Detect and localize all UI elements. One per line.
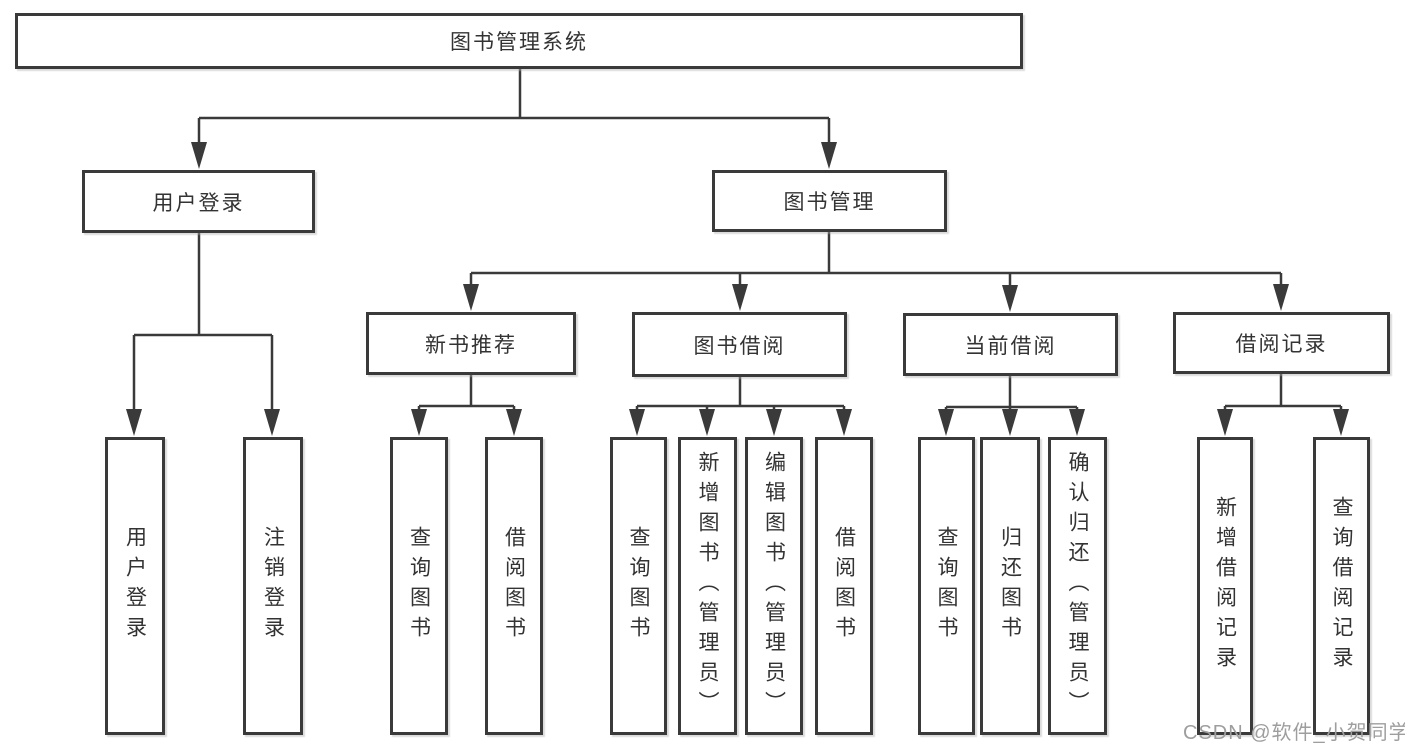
leaf-query-borrow-record: 查询借阅记录: [1313, 437, 1370, 735]
node-label: 查询图书: [935, 526, 958, 646]
node-label: 新书推荐: [425, 333, 517, 357]
node-label: 图书管理: [783, 191, 876, 214]
node-current-borrow: 当前借阅: [903, 313, 1118, 376]
node-label: 查询图书: [407, 526, 431, 646]
connector-user-login-split: [132, 233, 274, 412]
node-label: 图书管理系统: [450, 31, 588, 54]
connector-new-book-split: [417, 375, 516, 412]
node-borrow-records: 借阅记录: [1173, 312, 1390, 374]
connector-current-borrow-split: [944, 376, 1079, 412]
leaf-add-books-admin: 新增图书（管理员）: [678, 437, 737, 735]
leaf-return-books: 归还图书: [980, 437, 1040, 735]
arrowheads: [126, 142, 1349, 436]
node-label: 新增借阅记录: [1213, 496, 1237, 676]
node-label: 用户登录: [123, 526, 147, 646]
connector-book-mgmt-split: [469, 232, 1283, 288]
node-label: 借阅记录: [1235, 333, 1328, 356]
leaf-edit-books-admin: 编辑图书（管理员）: [745, 437, 803, 735]
node-label: 借阅图书: [832, 526, 856, 646]
node-label: 借阅图书: [502, 526, 526, 646]
connector-root-split: [197, 69, 831, 146]
leaf-logout: 注销登录: [243, 437, 303, 735]
leaf-add-borrow-record: 新增借阅记录: [1197, 437, 1253, 735]
node-label: 查询图书: [627, 526, 650, 646]
node-label: 注销登录: [261, 526, 285, 646]
node-label: 查询借阅记录: [1330, 496, 1353, 676]
node-label: 用户登录: [152, 191, 245, 215]
node-root-library-system: 图书管理系统: [15, 13, 1023, 69]
csdn-watermark: CSDN @软件_小贺同学: [1183, 722, 1405, 744]
leaf-borrow-books-recommend: 借阅图书: [485, 437, 543, 735]
leaf-confirm-return-admin: 确认归还（管理员）: [1048, 437, 1107, 735]
leaf-query-books-recommend: 查询图书: [390, 437, 448, 735]
node-label: 确认归还（管理员）: [1066, 451, 1089, 721]
node-user-login: 用户登录: [82, 170, 315, 233]
node-label: 新增图书（管理员）: [696, 451, 719, 721]
node-label: 归还图书: [998, 526, 1022, 646]
node-label: 图书借阅: [693, 334, 786, 358]
leaf-borrow-books: 借阅图书: [815, 437, 873, 735]
node-label: 编辑图书（管理员）: [762, 451, 786, 721]
node-book-management: 图书管理: [712, 170, 947, 232]
leaf-query-books-borrow: 查询图书: [610, 437, 667, 735]
node-book-borrow: 图书借阅: [632, 312, 847, 377]
connector-book-borrow-split: [635, 377, 846, 412]
node-label: 当前借阅: [964, 334, 1057, 358]
leaf-user-login: 用户登录: [105, 437, 165, 735]
leaf-query-books-current: 查询图书: [918, 437, 975, 735]
connector-borrow-records-split: [1223, 374, 1343, 412]
node-new-book-recommend: 新书推荐: [366, 312, 576, 375]
